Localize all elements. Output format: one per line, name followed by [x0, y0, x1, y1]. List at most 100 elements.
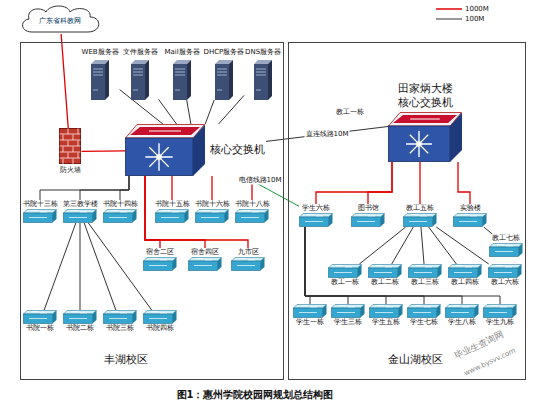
switch-top	[409, 265, 442, 269]
switch-icon	[23, 310, 57, 324]
node-label: 丰湖校区	[103, 353, 149, 367]
network-link	[305, 227, 310, 304]
node-label: 图书馆	[357, 204, 380, 213]
network-link	[266, 127, 388, 142]
network-link	[211, 176, 212, 200]
switch-arrows	[337, 306, 355, 313]
node-label: 宿舍二区	[145, 248, 175, 257]
cloud-node: 广东省科教网	[18, 4, 102, 34]
switch-side	[323, 305, 327, 318]
node-label: 书院十五栋	[154, 200, 191, 209]
node-label: 学生九栋	[485, 318, 515, 327]
sw-node: 学生六栋	[299, 204, 333, 227]
sw-node: 教工四栋	[448, 264, 482, 287]
switch-side	[329, 214, 333, 227]
network-link	[145, 176, 248, 248]
switch-arrows	[161, 211, 179, 218]
switch-side	[133, 311, 137, 324]
switch-arrows	[375, 306, 393, 313]
node-label: DNS服务器	[244, 48, 282, 57]
server-side	[187, 60, 191, 100]
network-link	[88, 223, 151, 310]
caption: 图1：惠州学院校园网规划总结构图	[0, 388, 510, 402]
cloud-outline	[23, 6, 99, 32]
core-switch-icon	[125, 124, 205, 176]
switch-top	[454, 214, 487, 218]
switch-side	[519, 244, 523, 257]
switch-icon	[188, 257, 222, 271]
sw-node: 图书馆	[351, 204, 385, 227]
node-label: 教工五栋	[405, 204, 435, 213]
network-link	[305, 227, 424, 304]
network-link	[436, 227, 488, 264]
sw-node: 教工三栋	[408, 264, 442, 287]
switch-arrows	[299, 306, 317, 313]
server-icon	[173, 60, 191, 100]
switch-top	[370, 305, 403, 309]
switch-side	[218, 258, 222, 271]
switch-top	[156, 210, 189, 214]
switch-icon	[63, 310, 97, 324]
switch-icon	[235, 209, 269, 223]
core-hub	[156, 154, 162, 160]
switch-top	[484, 305, 517, 309]
core2-node: 田家炳大楼 核心交换机	[388, 82, 462, 162]
switch-side	[433, 214, 437, 227]
sw-node: 宿舍四区	[188, 248, 222, 271]
switch-side	[93, 311, 97, 324]
server-bays	[217, 69, 227, 90]
server-front	[254, 64, 268, 100]
node-label: Mail服务器	[164, 48, 201, 57]
server-node: 文件服务器	[122, 48, 159, 100]
switch-top	[369, 265, 402, 269]
node-label: 教工四栋	[450, 278, 480, 287]
server-bays	[256, 69, 266, 90]
network-link	[392, 227, 414, 264]
switch-arrows	[374, 266, 392, 273]
node-label: 教工二栋	[370, 278, 400, 287]
server-front	[173, 64, 187, 100]
switch-side	[518, 265, 522, 278]
sw-node: 宿舍二区	[143, 248, 177, 271]
server-icon	[254, 60, 272, 100]
switch-top	[104, 311, 137, 315]
server-side	[105, 60, 109, 100]
switch-top	[489, 265, 522, 269]
core-hub	[416, 141, 422, 147]
link-label: 直连线路10M	[305, 129, 350, 138]
node-label: 宿舍四区	[190, 248, 220, 257]
node-label: 书院十四栋	[102, 200, 139, 209]
switch-top	[24, 311, 57, 315]
switch-arrows	[409, 215, 427, 222]
sw-node: 教工二栋	[368, 264, 402, 287]
switch-icon	[143, 257, 177, 271]
sw-node: 实验楼	[453, 204, 487, 227]
sw-node: 书院十四栋	[102, 200, 139, 223]
legend-line	[436, 8, 462, 10]
switch-arrows	[459, 215, 477, 222]
server-front	[91, 64, 105, 100]
switch-icon	[331, 304, 365, 318]
node-label: 实验楼	[459, 204, 482, 213]
switch-icon	[369, 304, 403, 318]
switch-side	[513, 305, 517, 318]
switch-icon	[23, 209, 57, 223]
switch-icon	[103, 310, 137, 324]
core-top-arrows	[149, 131, 181, 132]
legend-line	[436, 19, 462, 20]
legend-text: 1000M	[464, 5, 490, 14]
network-link	[80, 223, 81, 310]
sw-node: 学生一栋	[293, 304, 327, 327]
network-link	[458, 162, 470, 204]
core-top	[389, 113, 462, 127]
switch-side	[478, 265, 482, 278]
network-link	[368, 162, 392, 204]
switch-arrows	[69, 211, 87, 218]
switch-arrows	[489, 306, 507, 313]
switch-side	[358, 265, 362, 278]
switch-arrows	[305, 215, 323, 222]
network-link	[171, 176, 172, 200]
switch-icon	[103, 209, 137, 223]
firewall-wall	[60, 129, 81, 164]
switch-top	[189, 258, 222, 262]
